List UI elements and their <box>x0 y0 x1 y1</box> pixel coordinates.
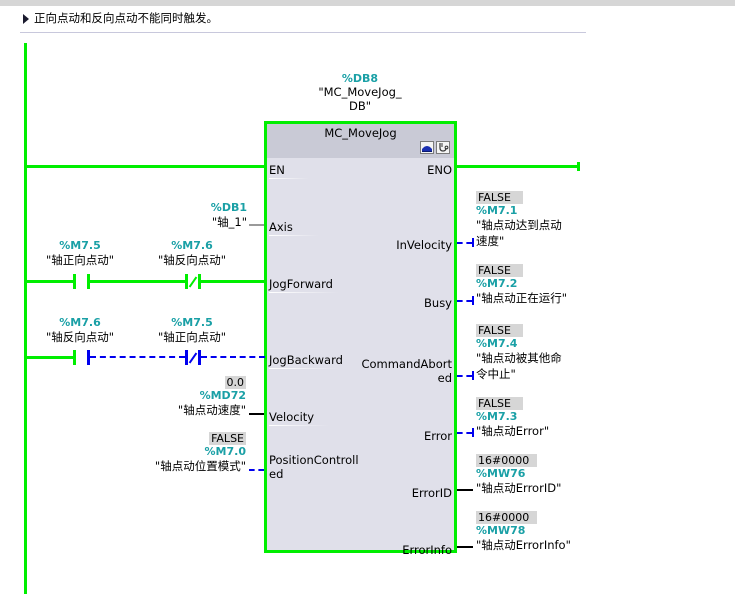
nc-contact-slash-2 <box>188 352 198 364</box>
pin-busy: Busy <box>424 296 452 310</box>
mc-movejog-block[interactable]: MC_MoveJog EN Axis JogForward JogBackwar… <box>264 121 457 557</box>
jogbackward-wire-2 <box>90 356 185 358</box>
jogforward-contact1-label: %M7.5 "轴正向点动" <box>45 239 115 267</box>
busy-operand[interactable]: FALSE %M7.2 "轴点动正在运行" <box>476 264 568 305</box>
network-comment[interactable]: 正向点动和反向点动不能同时触发。 <box>20 10 586 33</box>
no-contact-m7-6-right[interactable] <box>87 350 90 365</box>
velocity-operand[interactable]: 0.0 %MD72 "轴点动速度" <box>130 376 246 418</box>
device-config-icon[interactable] <box>420 141 434 154</box>
jogbackward-contact1-label: %M7.6 "轴反向点动" <box>45 316 115 344</box>
positioncontrolled-symbol: "轴点动位置模式" <box>154 459 246 473</box>
eno-wire-end <box>577 162 580 171</box>
errorid-wire <box>457 489 473 491</box>
pin-axis: Axis <box>269 220 319 236</box>
pin-eno: ENO <box>427 163 452 177</box>
error-wire <box>457 432 472 434</box>
nc-contact-slash <box>188 276 198 288</box>
invelocity-operand[interactable]: FALSE %M7.1 "轴点动达到点动 速度" <box>476 191 562 248</box>
instance-db: %DB8 "MC_MoveJog_ DB" <box>300 72 420 113</box>
top-toolbar-strip <box>0 0 735 6</box>
instance-db-name-1: "MC_MoveJog_ <box>318 85 402 99</box>
error-operand[interactable]: FALSE %M7.3 "轴点动Error" <box>476 397 550 438</box>
nc-contact-m7-6-right[interactable] <box>198 274 201 289</box>
errorinfo-operand[interactable]: 16#0000 %MW78 "轴点动ErrorInfo" <box>476 511 571 552</box>
diagnostics-icon[interactable] <box>436 141 450 154</box>
left-power-rail <box>24 43 27 594</box>
positioncontrolled-operand[interactable]: FALSE %M7.0 "轴点动位置模式" <box>110 432 246 474</box>
pin-errorid: ErrorID <box>411 486 452 500</box>
pin-en: EN <box>269 163 309 179</box>
no-contact-m7-5-left[interactable] <box>73 274 76 289</box>
velocity-value: 0.0 <box>224 376 246 389</box>
pin-error: Error <box>423 429 452 443</box>
commandaborted-operand[interactable]: FALSE %M7.4 "轴点动被其他命 令中止" <box>476 324 562 381</box>
error-coil-end <box>472 428 474 437</box>
jogforward-contact2-label: %M7.6 "轴反向点动" <box>157 239 227 267</box>
block-header: MC_MoveJog <box>267 124 454 158</box>
instance-db-address: %DB8 <box>341 72 379 85</box>
nc-contact-m7-6-left[interactable] <box>185 274 188 289</box>
velocity-wire <box>249 413 264 415</box>
en-wire <box>26 165 265 168</box>
jogbackward-wire-3 <box>201 356 265 358</box>
positioncontrolled-address: %M7.0 <box>204 445 246 458</box>
axis-wire <box>249 224 264 226</box>
busy-coil-end <box>472 296 474 305</box>
network-comment-text: 正向点动和反向点动不能同时触发。 <box>34 11 218 25</box>
jogforward-wire-2 <box>89 280 185 283</box>
errorinfo-wire <box>457 546 473 548</box>
nc-contact-m7-5-right[interactable] <box>198 350 201 365</box>
block-title: MC_MoveJog <box>324 126 397 140</box>
collapse-triangle-icon[interactable] <box>23 14 29 24</box>
pin-velocity: Velocity <box>269 410 329 426</box>
positioncontrolled-wire <box>249 469 264 471</box>
axis-symbol: "轴_1" <box>211 215 247 229</box>
invelocity-coil-end <box>472 238 474 247</box>
jogbackward-contact2-label: %M7.5 "轴正向点动" <box>157 316 227 344</box>
errorid-operand[interactable]: 16#0000 %MW76 "轴点动ErrorID" <box>476 454 562 495</box>
busy-wire <box>457 300 472 302</box>
invelocity-wire <box>457 242 472 244</box>
commandaborted-coil-end <box>472 371 474 380</box>
jogforward-wire-3 <box>200 280 265 283</box>
no-contact-m7-6-left[interactable] <box>73 350 76 365</box>
pin-errorinfo: ErrorInfo <box>402 543 452 557</box>
instance-db-name-2: DB" <box>348 99 372 113</box>
pin-jogforward: JogForward <box>269 277 339 293</box>
nc-contact-m7-5-left[interactable] <box>185 350 188 365</box>
eno-wire <box>456 165 578 168</box>
no-contact-m7-5-right[interactable] <box>87 274 90 289</box>
jogforward-wire-1 <box>26 280 74 283</box>
pin-invelocity: InVelocity <box>396 238 452 252</box>
jogbackward-wire-1 <box>26 356 74 359</box>
pin-jogbackward: JogBackward <box>269 353 343 369</box>
velocity-address: %MD72 <box>199 389 246 402</box>
velocity-symbol: "轴点动速度" <box>177 403 246 417</box>
positioncontrolled-value: FALSE <box>209 432 246 445</box>
commandaborted-wire <box>457 375 472 377</box>
axis-address: %DB1 <box>210 201 247 214</box>
axis-operand[interactable]: %DB1 "轴_1" <box>150 201 247 230</box>
